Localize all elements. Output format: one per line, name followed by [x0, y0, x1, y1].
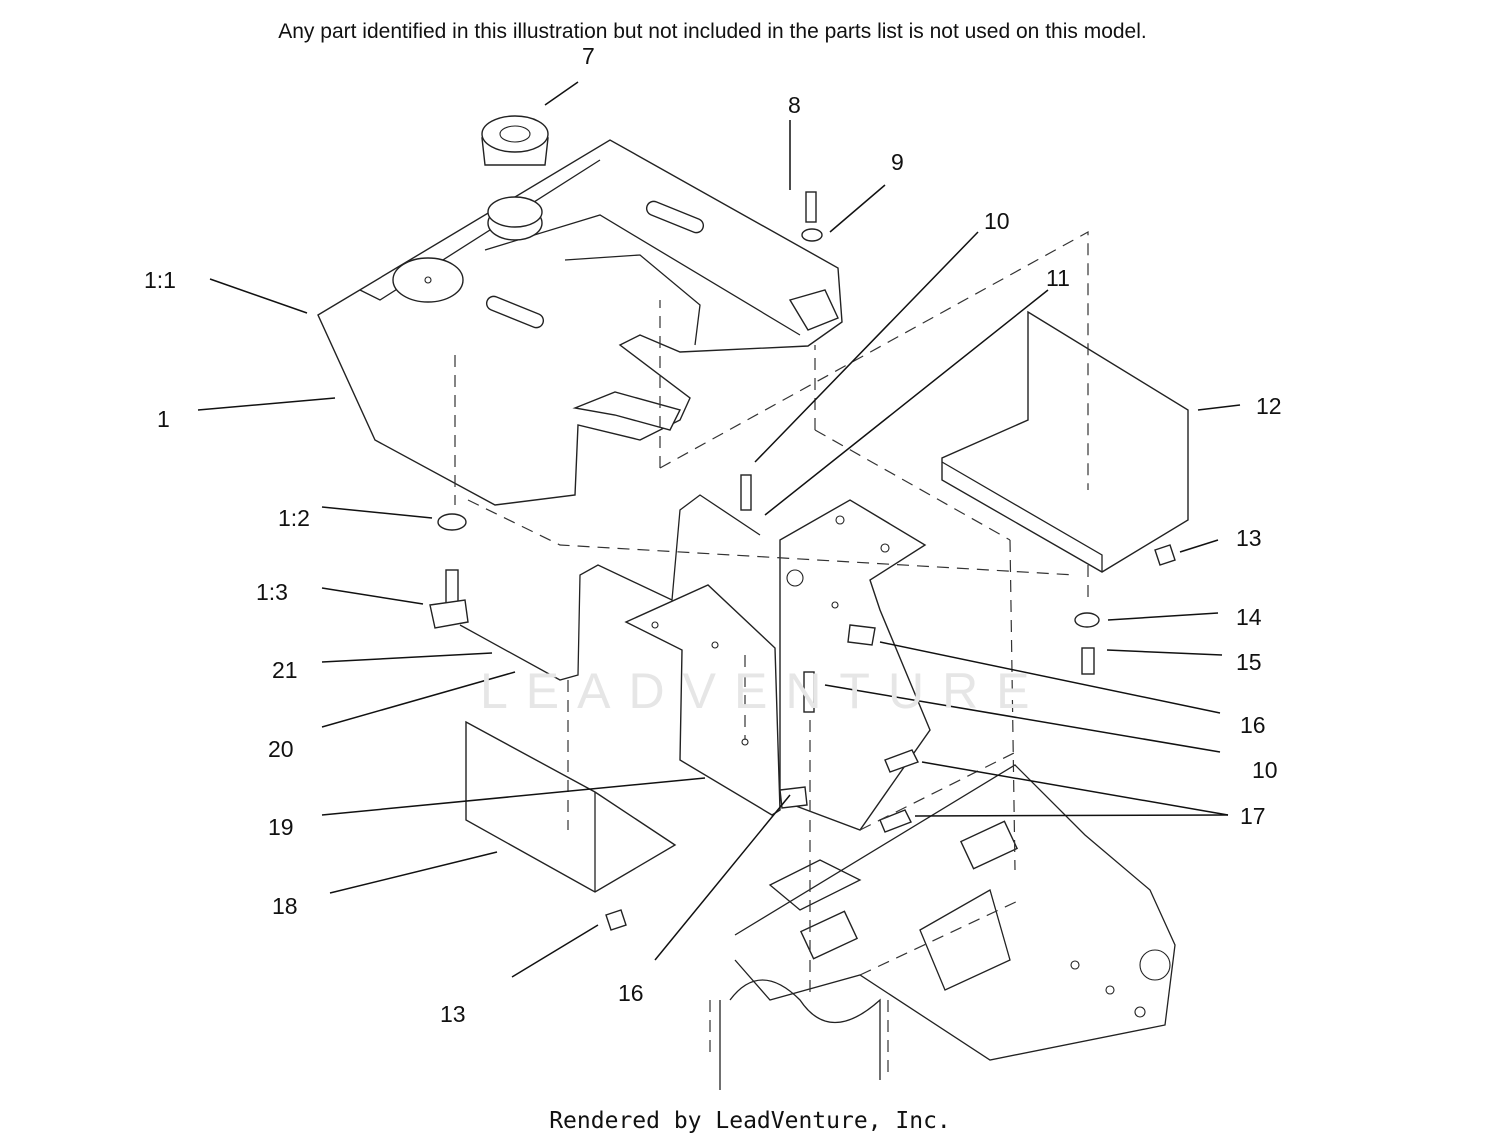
callout-21: 21: [272, 657, 298, 683]
callout-13-right: 13: [1236, 525, 1262, 551]
callout-11: 11: [1046, 265, 1070, 291]
callout-10-upper: 10: [984, 208, 1010, 234]
lower-shield: [465, 720, 677, 893]
callout-1-1: 1:1: [144, 267, 176, 293]
chassis-frame: [719, 764, 1176, 1090]
callout-13-lower: 13: [440, 1001, 466, 1027]
leader-lines: [197, 81, 1241, 978]
tank-bracket: [624, 499, 931, 831]
footer-credit: Rendered by LeadVenture, Inc.: [549, 1108, 951, 1134]
callout-18: 18: [272, 893, 298, 919]
callout-20: 20: [268, 736, 294, 762]
hardware: [429, 191, 1176, 931]
parts-notice: Any part identified in this illustration…: [278, 20, 1147, 43]
callout-19: 19: [268, 814, 294, 840]
callout-16-lower: 16: [618, 980, 644, 1006]
callout-16-right: 16: [1240, 712, 1266, 738]
callout-9: 9: [891, 149, 904, 175]
callout-17: 17: [1240, 803, 1266, 829]
watermark-text: LEADVENTURE: [480, 663, 1048, 719]
fuel-tank: [317, 139, 843, 506]
fuel-cap: [481, 115, 549, 241]
callout-15: 15: [1236, 649, 1262, 675]
callout-7: 7: [582, 43, 595, 69]
callout-1: 1: [157, 406, 170, 432]
callout-labels: 7 8 9 10 11 1:1 1 12 1:2 13 1:3 14 15 21…: [144, 43, 1282, 1027]
callout-8: 8: [788, 92, 801, 118]
callout-10-lower: 10: [1252, 757, 1278, 783]
fuel-line: [459, 494, 761, 681]
callout-1-2: 1:2: [278, 505, 310, 531]
callout-14: 14: [1236, 604, 1262, 630]
assembly-lines: [454, 230, 1089, 1075]
callout-1-3: 1:3: [256, 579, 288, 605]
callout-12: 12: [1256, 393, 1282, 419]
heat-shield: [941, 310, 1189, 573]
